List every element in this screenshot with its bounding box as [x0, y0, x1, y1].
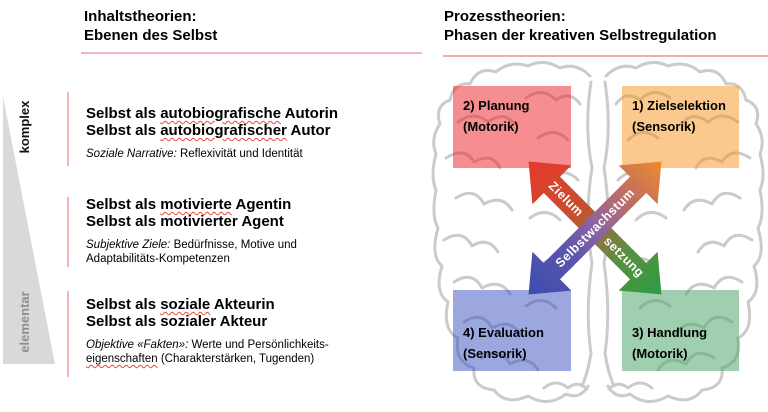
quadrant-zielselektion: 1) Zielselektion (Sensorik) — [622, 86, 739, 168]
quadrant-planung-line1: 2) Planung — [463, 98, 530, 113]
arrow-label-selbstwachstum: Selbstwachstum — [553, 186, 638, 271]
arrow-label-setzung: setzung — [601, 234, 647, 280]
quadrant-evaluation-line1: 4) Evaluation — [463, 325, 544, 340]
right-title-underline — [443, 55, 768, 57]
block2-accent-line — [67, 197, 69, 267]
block1-subtext: Soziale Narrative: Reflexivität und Iden… — [86, 148, 303, 160]
block3-accent-line — [67, 291, 69, 377]
block2-heading-line1: Selbst als motivierte Agentin — [86, 196, 292, 213]
left-title-line1: Inhaltstheorien: — [84, 8, 197, 25]
quadrant-evaluation-line2: (Sensorik) — [463, 346, 527, 361]
axis-label-komplex: komplex — [17, 100, 32, 154]
left-title-underline — [81, 52, 422, 54]
quadrant-handlung: 3) Handlung (Motorik) — [622, 290, 739, 371]
block1-heading-line2: Selbst als autobiografischer Autor — [86, 122, 331, 139]
quadrant-evaluation: 4) Evaluation (Sensorik) — [453, 290, 571, 371]
arrow-label-zielum: Zielum — [546, 179, 587, 220]
block3-heading-line1: Selbst als soziale Akteurin — [86, 296, 275, 313]
block1-accent-line — [67, 92, 69, 166]
left-title: Inhaltstheorien: Ebenen des Selbst — [84, 7, 217, 45]
quadrant-handlung-line2: (Motorik) — [632, 346, 688, 361]
axis-label-elementar: elementar — [17, 291, 32, 353]
quadrant-zielselektion-line1: 1) Zielselektion — [632, 98, 726, 113]
quadrant-zielselektion-line2: (Sensorik) — [632, 119, 696, 134]
block2-heading-line2: Selbst als motivierter Agent — [86, 213, 284, 230]
block3-heading-line2: Selbst als sozialer Akteur — [86, 313, 268, 330]
left-title-line2: Ebenen des Selbst — [84, 27, 218, 44]
block2-subtext: Subjektive Ziele: Bedürfnisse, Motive un… — [86, 239, 297, 265]
quadrant-planung: 2) Planung (Motorik) — [453, 86, 571, 168]
quadrant-planung-line2: (Motorik) — [463, 119, 519, 134]
block3-heading: Selbst als soziale Akteurin Selbst als s… — [86, 296, 275, 330]
block2-heading: Selbst als motivierte Agentin Selbst als… — [86, 196, 291, 230]
quadrant-handlung-line1: 3) Handlung — [632, 325, 708, 340]
right-title: Prozesstheorien: Phasen der kreativen Se… — [444, 7, 717, 45]
block3-subtext: Objektive «Fakten»: Werte und Persönlich… — [86, 339, 329, 365]
block1-heading-line1: Selbst als autobiografische Autorin — [86, 105, 338, 122]
right-title-line2: Phasen der kreativen Selbstregulation — [444, 27, 717, 44]
block1-heading: Selbst als autobiografische Autorin Selb… — [86, 105, 338, 139]
right-title-line1: Prozesstheorien: — [444, 8, 566, 25]
